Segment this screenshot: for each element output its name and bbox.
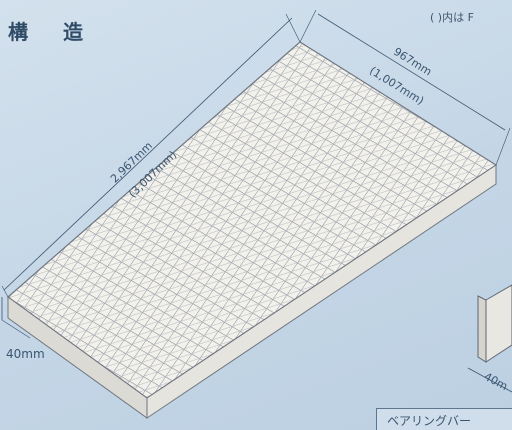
grating-side-right — [146, 164, 497, 419]
bearing-bar-detail — [485, 284, 512, 363]
bearing-bar-label: ベアリングバー — [376, 408, 512, 430]
width-dimension-line — [317, 13, 506, 131]
height-label: 40mm — [6, 347, 45, 361]
section-title: 構 造 — [8, 20, 97, 44]
footnote-text: ( )内は F — [430, 11, 474, 24]
length-dimension-line — [3, 17, 293, 291]
